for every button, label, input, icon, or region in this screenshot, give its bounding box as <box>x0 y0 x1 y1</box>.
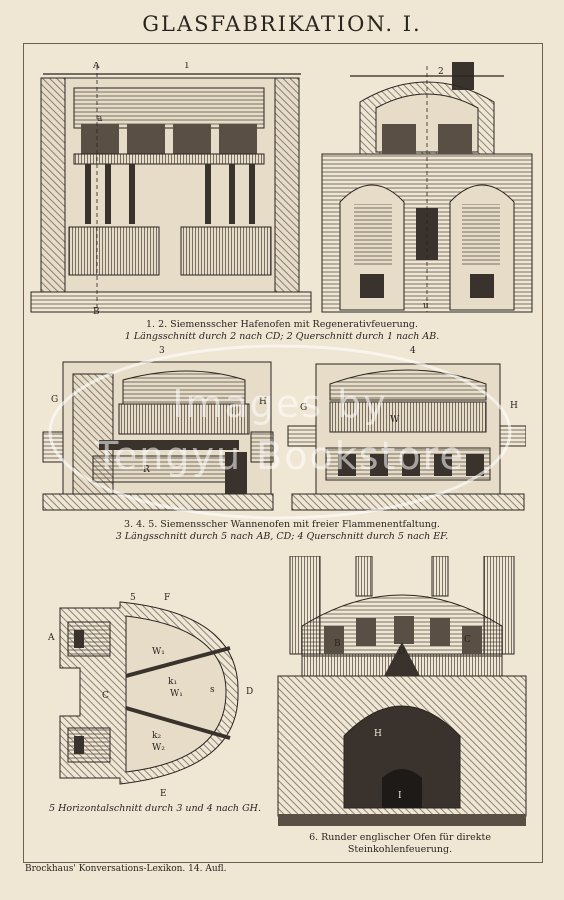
label-R: R <box>143 465 150 475</box>
caption-fig-5: 5 Horizontalschnitt durch 3 und 4 nach G… <box>49 803 261 814</box>
caption-fig-3-4-5: 3. 4. 5. Siemensscher Wannenofen mit fre… <box>40 519 524 543</box>
label-C-fig6: C <box>464 635 471 645</box>
figure-5-horizontal-section: 5 F A C D E W₁ W₁ W₂ k₁ k₂ s <box>40 592 265 802</box>
caption-fig-1-2: 1. 2. Siemensscher Hafenofen mit Regener… <box>40 319 524 343</box>
label-A-fig5: A <box>47 633 55 643</box>
figure-1-longitudinal-section: A 1 B a <box>29 62 312 314</box>
label-3: 3 <box>159 346 165 356</box>
label-k2: k₂ <box>152 731 161 741</box>
label-G-fig4: G <box>300 403 307 413</box>
figure-2-cross-section: 2 u <box>320 62 534 314</box>
caption-fig-6: 6. Runder englischer Ofen für direkte St… <box>280 832 520 856</box>
label-D-fig5: D <box>246 687 253 697</box>
label-G: G <box>51 395 58 405</box>
plate-frame <box>23 43 543 863</box>
label-k1: k₁ <box>168 677 177 687</box>
label-1: 1 <box>184 62 190 71</box>
label-W: W <box>390 415 400 425</box>
caption-fig-3-4-5-line1: 3. 4. 5. Siemensscher Wannenofen mit fre… <box>124 519 440 530</box>
label-D-fig6: D <box>398 647 405 657</box>
page-title: GLASFABRIKATION. I. <box>142 12 422 36</box>
label-2: 2 <box>438 67 444 77</box>
label-4: 4 <box>410 346 416 356</box>
label-H-fig6: H <box>374 729 382 739</box>
caption-fig-6-line2: Steinkohlenfeuerung. <box>347 844 453 855</box>
figure-4-cross-section: 4 G H W <box>286 344 526 514</box>
caption-fig-3-4-5-line2: 3 Längsschnitt durch 5 nach AB, CD; 4 Qu… <box>115 531 449 542</box>
caption-fig-6-line1: 6. Runder englischer Ofen für direkte <box>309 832 491 843</box>
label-A: A <box>92 62 100 71</box>
label-C-fig5: C <box>102 691 109 701</box>
footer-source: Brockhaus' Konversations-Lexikon. 14. Au… <box>25 864 227 874</box>
label-F: F <box>164 593 170 603</box>
label-B: B <box>93 307 100 314</box>
caption-fig-1-2-line1: 1. 2. Siemensscher Hafenofen mit Regener… <box>146 319 418 330</box>
label-a: a <box>97 114 103 124</box>
label-H-fig4: H <box>510 401 518 411</box>
label-u: u <box>423 301 429 311</box>
label-I-fig6: I <box>398 791 402 801</box>
label-E: E <box>160 789 167 799</box>
figure-3-longitudinal-section: 3 G H R <box>39 344 275 514</box>
figure-6-round-english-furnace: B C D H I <box>276 556 528 828</box>
label-w1-inner: W₁ <box>170 689 183 699</box>
label-w1: W₁ <box>152 647 165 657</box>
label-H: H <box>259 397 267 407</box>
caption-fig-1-2-line2: 1 Längsschnitt durch 2 nach CD; 2 Quersc… <box>124 331 440 342</box>
label-B-fig6: B <box>334 639 341 649</box>
label-5: 5 <box>130 593 136 603</box>
label-w2: W₂ <box>152 743 165 753</box>
label-s: s <box>210 685 215 695</box>
